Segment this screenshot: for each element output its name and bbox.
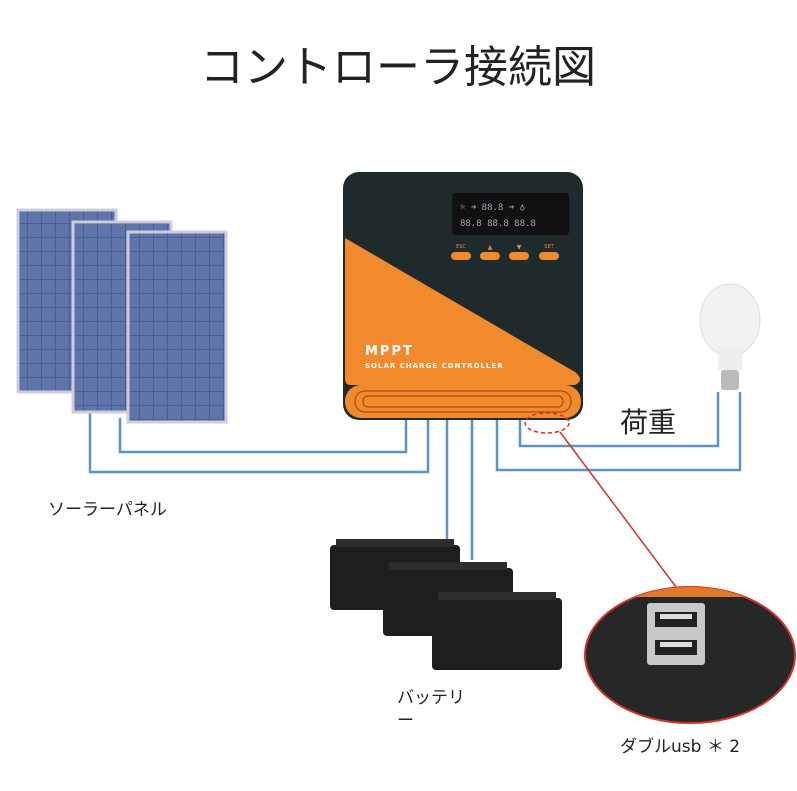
- set-button[interactable]: [539, 252, 559, 260]
- load-label: 荷重: [620, 406, 676, 439]
- solar-panels: [16, 208, 228, 424]
- usb-label: ダブルusb ＊ 2: [620, 736, 740, 757]
- usb-callout-circle: [524, 412, 570, 434]
- charge-controller: ☼ ➜ 88.8 ➜ ♁ 88.8 88.8 88.8 ESC ▲ ▼ SET …: [343, 172, 583, 434]
- down-label: ▼: [517, 244, 522, 251]
- esc-button[interactable]: [451, 252, 471, 260]
- esc-label: ESC: [456, 244, 466, 250]
- solar-panel: [126, 230, 228, 424]
- up-label: ▲: [488, 244, 493, 251]
- light-bulb-icon: [699, 283, 761, 390]
- batteries: [330, 539, 562, 670]
- solar-panel-label: ソーラーパネル: [48, 500, 167, 520]
- callout-line: [559, 431, 683, 596]
- up-button[interactable]: [480, 252, 500, 260]
- svg-text:☼ ➜ 88.8 ➜ ♁: ☼ ➜ 88.8 ➜ ♁: [460, 203, 525, 213]
- lcd-display: [452, 193, 569, 235]
- set-label: SET: [544, 244, 554, 250]
- brand-mppt: MPPT: [365, 344, 414, 359]
- wiring: [88, 392, 742, 560]
- battery-label-line2: ー: [397, 711, 414, 731]
- down-button[interactable]: [509, 252, 529, 260]
- svg-text:88.8 88.8 88.8: 88.8 88.8 88.8: [460, 219, 536, 229]
- usb-ports-inset: [584, 586, 796, 724]
- battery-label-line1: バッテリ: [397, 688, 465, 708]
- controller-buttons: ESC ▲ ▼ SET: [451, 244, 559, 260]
- brand-subtitle: SOLAR CHARGE CONTROLLER: [365, 362, 504, 370]
- battery-icon: [432, 592, 562, 670]
- page-title: コントローラ接続図: [200, 42, 596, 93]
